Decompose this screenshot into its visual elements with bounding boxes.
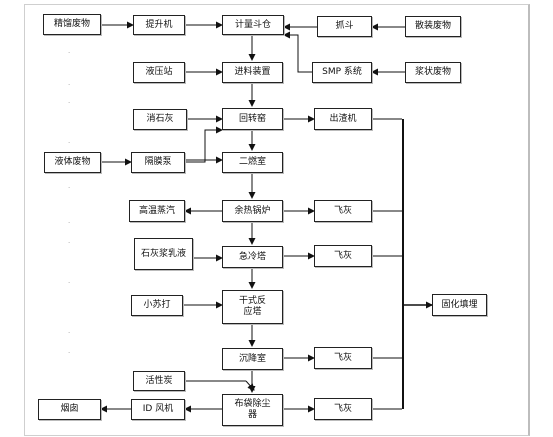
node-secondary-chamber: 二燃室 (222, 152, 283, 173)
figure-frame (24, 4, 530, 436)
node-fly-ash: 飞灰 (314, 200, 372, 222)
node-diaphragm-pump: 隔膜泵 (131, 152, 185, 173)
margin-mark: · (68, 219, 71, 227)
node-metering-hopper: 计量斗仓 (222, 15, 284, 35)
node-slurry-waste: 浆状废物 (405, 62, 461, 83)
margin-mark: · (68, 81, 71, 89)
margin-mark: · (68, 139, 71, 147)
margin-mark: · (68, 49, 71, 57)
node-high-temp-steam: 高温蒸汽 (129, 200, 185, 222)
node-distillation-waste: 精馏废物 (43, 14, 101, 35)
node-waste-heat-boiler: 余热锅炉 (222, 200, 283, 222)
node-grab-bucket: 抓斗 (317, 16, 372, 37)
node-quench-tower: 急冷塔 (222, 246, 283, 268)
node-slag-remover: 出渣机 (314, 108, 372, 130)
node-lime-slurry: 石灰浆乳液 (134, 238, 193, 270)
node-activated-carbon: 活性炭 (133, 371, 185, 391)
node-elevator: 提升机 (133, 15, 185, 35)
node-solidification-landfill: 固化填埋 (432, 294, 487, 316)
margin-mark: · (68, 99, 71, 107)
margin-mark: · (68, 184, 71, 192)
node-baking-soda: 小苏打 (131, 295, 183, 316)
margin-mark: · (68, 239, 71, 247)
node-chimney: 烟囱 (38, 399, 101, 420)
node-feeding-device: 进料装置 (222, 62, 283, 83)
node-hydrated-lime: 消石灰 (133, 109, 187, 130)
node-bag-filter: 布袋除尘器 (222, 394, 283, 426)
node-hydraulic-station: 液压站 (133, 62, 185, 83)
node-id-fan: ID 风机 (131, 399, 185, 420)
node-rotary-kiln: 回转窑 (222, 108, 283, 130)
node-settling-chamber: 沉降室 (222, 348, 283, 370)
node-liquid-waste: 液体废物 (44, 152, 101, 173)
node-fly-ash: 飞灰 (314, 347, 372, 369)
node-fly-ash: 飞灰 (314, 398, 372, 420)
node-smp-system: SMP 系统 (312, 62, 372, 83)
margin-mark: · (68, 279, 71, 287)
node-dry-reaction-tower: 干式反应塔 (222, 290, 283, 324)
margin-mark: · (68, 349, 71, 357)
node-fly-ash: 飞灰 (314, 245, 372, 267)
node-bulk-waste: 散装废物 (405, 16, 461, 37)
margin-mark: · (68, 329, 71, 337)
